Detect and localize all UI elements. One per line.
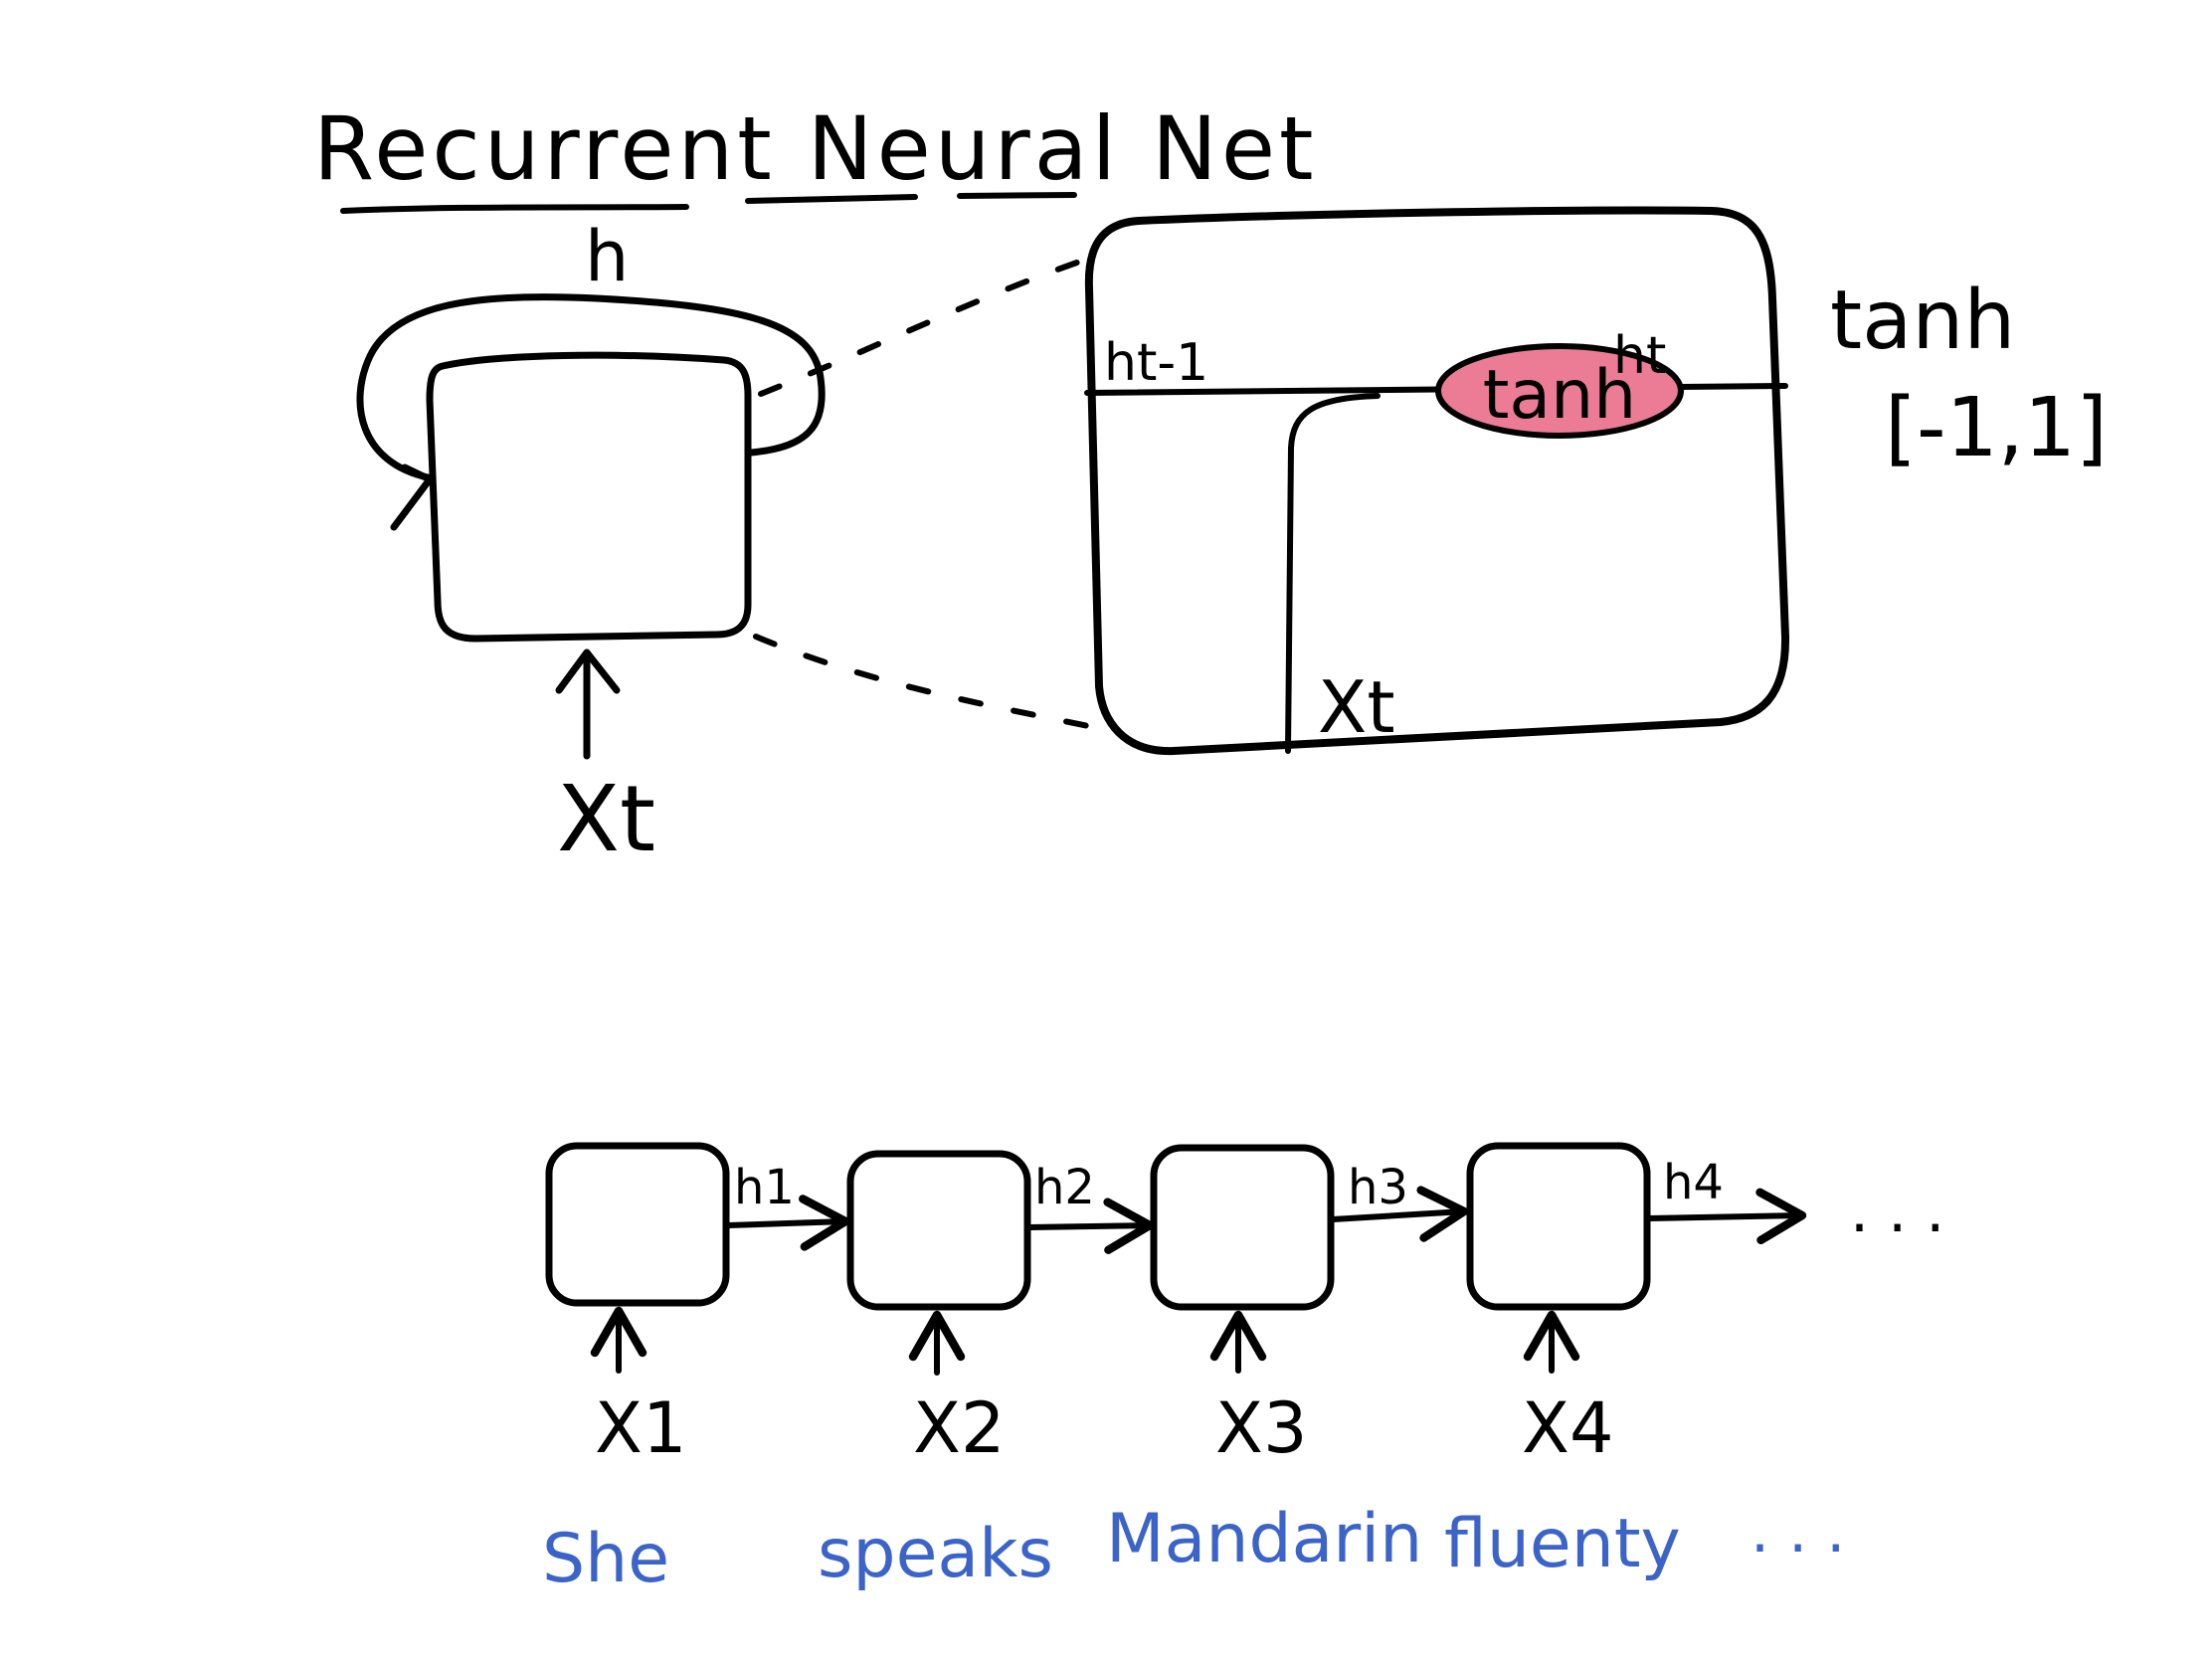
unrolled-cell <box>1466 1142 1651 1311</box>
example-sentence: She speaks Mandarin fluenty . . . <box>542 1497 1845 1598</box>
detail-box <box>1084 206 1790 756</box>
unrolled-cell <box>1150 1144 1335 1311</box>
sequence-continuation: . . . <box>1850 1177 1944 1246</box>
sentence-word: Mandarin <box>1106 1500 1422 1578</box>
activation-note-name: tanh <box>1830 274 2015 368</box>
next-hidden-label: ht <box>1613 326 1666 386</box>
zoom-connectors <box>753 254 1115 734</box>
diagram-title: Recurrent Neural Net <box>313 97 1318 200</box>
hidden-label: h2 <box>1034 1160 1095 1215</box>
activation-note: tanh [-1,1] <box>1830 274 2108 475</box>
hidden-arrow <box>1330 1186 1469 1242</box>
input-label: X3 <box>1215 1387 1308 1469</box>
tanh-node <box>1435 343 1684 439</box>
sentence-ellipsis: . . . <box>1751 1497 1845 1567</box>
hidden-label: h4 <box>1663 1155 1724 1210</box>
cell-input-label: Xt <box>557 766 655 872</box>
unrolled-sequence: h1 h2 h3 h4 . . . X1 X2 X3 X4 <box>545 1142 1944 1469</box>
input-label: X2 <box>913 1387 1006 1469</box>
loop-hidden-label: h <box>585 216 629 297</box>
title-underline <box>340 192 1077 214</box>
activation-note-range: [-1,1] <box>1885 381 2108 475</box>
hidden-label: h3 <box>1348 1160 1408 1215</box>
input-line <box>1285 393 1381 754</box>
unrolled-cell <box>846 1150 1031 1311</box>
unrolled-cell <box>545 1142 730 1307</box>
cell-detail: tanh ht-1 ht Xt <box>1084 206 1790 756</box>
detail-input-label: Xt <box>1318 665 1395 749</box>
hidden-arrow <box>1646 1188 1807 1245</box>
input-label: X4 <box>1522 1387 1614 1469</box>
tanh-node-label: tanh <box>1483 356 1637 435</box>
rnn-cell: h Xt <box>356 216 826 872</box>
recurrent-loop-arrowhead <box>390 463 434 531</box>
sentence-word: speaks <box>818 1515 1053 1593</box>
sentence-word: fluenty <box>1444 1505 1681 1583</box>
recurrent-loop-arrow <box>356 293 826 481</box>
hidden-arrow <box>725 1195 850 1251</box>
input-label: X1 <box>595 1387 687 1469</box>
hidden-label: h1 <box>734 1160 795 1215</box>
cell-input-arrowhead <box>555 648 621 694</box>
hidden-arrow <box>1026 1198 1155 1254</box>
rnn-cell-box <box>426 351 752 643</box>
sentence-word: She <box>542 1520 669 1598</box>
prev-hidden-label: ht-1 <box>1104 333 1208 393</box>
